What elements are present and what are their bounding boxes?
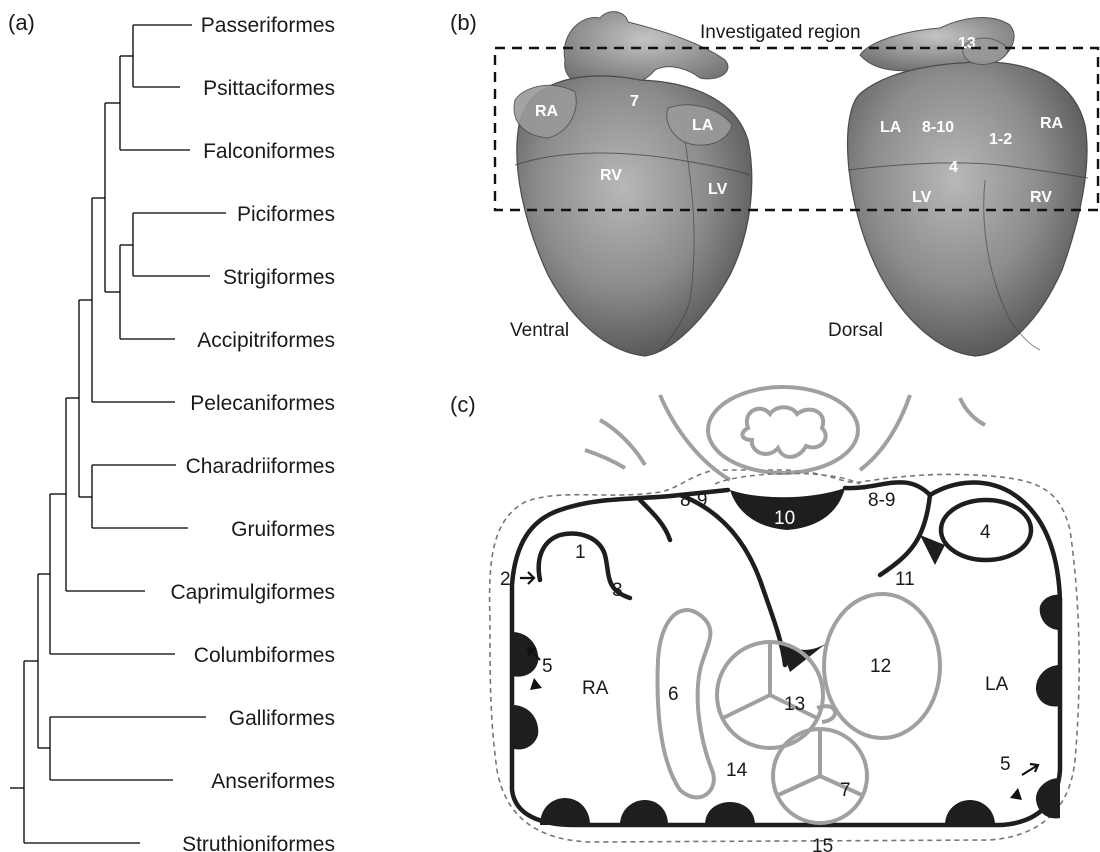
schematic-label: 4 [980,522,991,543]
taxon-label: Falconiformes [203,140,335,163]
schematic-label: 3 [612,580,623,601]
panel-c: (c) [450,387,1079,852]
schematic-label: 7 [840,780,851,801]
schematic-label: 5 [542,656,553,677]
gray-curve-right [860,395,910,470]
taxon-label: Accipitriformes [197,329,335,352]
taxon-label: Struthioniformes [182,833,335,852]
heart-label: LV [708,181,728,198]
dorsal-heart-body [848,62,1087,356]
schematic-label: 1 [575,542,586,563]
ventral-heart: RA 7 LA RV LV [514,12,752,356]
schematic-label: 2 [500,569,511,590]
taxon-label: Charadriiformes [186,455,335,478]
schematic-label: 6 [668,684,679,705]
taxon-label: Strigiformes [223,266,335,289]
dorsal-heart: 13 LA 8-10 1-2 RA 4 LV RV [848,18,1088,356]
heart-label: 13 [958,35,976,52]
panel-a: (a) [8,10,335,852]
taxon-label: Galliformes [229,707,335,730]
heart-label: 7 [630,93,639,110]
heart-label: 4 [949,159,958,176]
heart-label: RA [1040,115,1064,132]
dorsal-caption: Dorsal [828,320,883,341]
panel-b-letter: (b) [450,10,477,35]
schematic-label: 5 [1000,754,1011,775]
schematic-label: LA [985,674,1009,695]
heart-label: RA [535,103,559,120]
schematic-label: 15 [812,836,833,852]
taxon-label: Passeriformes [201,14,335,37]
schematic-label: 11 [895,569,915,590]
phylogenetic-tree [10,25,226,843]
taxon-labels: Passeriformes Psittaciformes Falconiform… [170,14,335,852]
taxon-label: Pelecaniformes [190,392,335,415]
spinal-cord [708,387,858,473]
gray-curve-far-right [960,398,985,425]
taxon-label: Psittaciformes [203,77,335,100]
heart-label: LV [912,189,932,206]
gray-curve-left-stub [585,450,625,468]
ventral-caption: Ventral [510,320,569,341]
heart-label: RV [600,167,622,184]
schematic-label: 13 [784,694,805,715]
schematic-label: 8-9 [680,490,707,511]
schematic-label: 8-9 [868,490,895,511]
taxon-label: Piciformes [237,203,335,226]
taxon-label: Caprimulgiformes [170,581,335,604]
structure-6 [658,610,714,797]
heart-label: 8-10 [922,119,954,136]
taxon-label: Anseriformes [211,770,335,793]
panel-a-letter: (a) [8,10,35,35]
taxon-label: Columbiformes [194,644,335,667]
panel-b: (b) RA 7 LA RV LV 13 LA 8-10 1-2 RA [450,10,1098,356]
heart-label: RV [1030,189,1052,206]
panel-c-letter: (c) [450,392,476,417]
heart-label: LA [692,117,714,134]
arrows [520,572,1038,775]
taxon-label: Gruiformes [231,518,335,541]
schematic-label: 14 [726,760,748,781]
investigated-region-label: Investigated region [700,22,861,43]
heart-label: LA [880,119,902,136]
heart-label: 1-2 [989,131,1012,148]
schematic-label: RA [582,678,609,699]
schematic-label: 10 [774,508,795,529]
schematic-label: 12 [870,656,891,677]
